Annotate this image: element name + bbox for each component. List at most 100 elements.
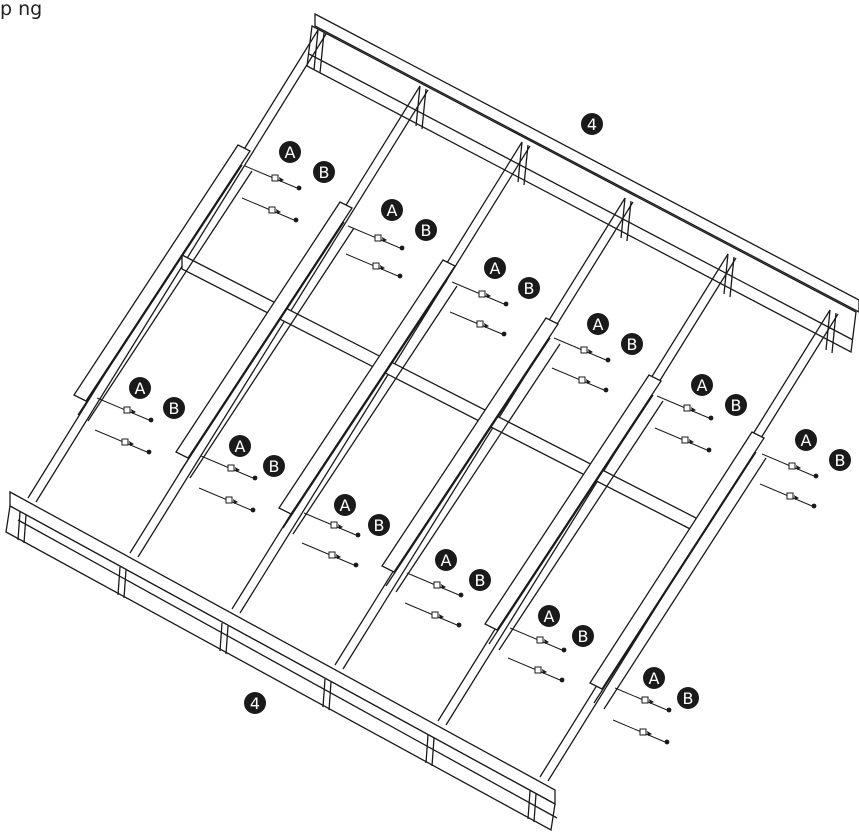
- bolt-head: [146, 449, 152, 455]
- bolt-head: [605, 357, 611, 363]
- bolt-head: [664, 739, 670, 745]
- washer: [536, 636, 544, 644]
- callout-a-text: A: [235, 437, 246, 456]
- arrow-head: [796, 465, 801, 470]
- callout-b-text: B: [169, 399, 180, 418]
- callout-a-circle: [435, 549, 457, 571]
- callout-b-badge: B: [725, 394, 747, 416]
- bottom-post: [328, 681, 332, 711]
- washer: [372, 262, 380, 270]
- callout-a-circle: [279, 141, 301, 163]
- slat-side: [593, 451, 757, 704]
- bolt-head: [561, 647, 567, 653]
- slat: [175, 201, 353, 459]
- arrow-head: [336, 554, 341, 559]
- callout-a-circle: [691, 374, 713, 396]
- guide-arrow-line: [244, 165, 298, 189]
- guide-arrow-line: [94, 429, 148, 453]
- guide-arrow-line: [509, 627, 563, 651]
- callout-b-circle: [313, 161, 335, 183]
- callout-b-circle: [572, 625, 594, 647]
- arrow-head: [382, 237, 387, 242]
- arrow-head: [484, 323, 489, 328]
- arrow-head: [380, 265, 385, 270]
- washer: [788, 462, 796, 470]
- arrow-head: [647, 731, 652, 736]
- washer: [225, 496, 233, 504]
- bolt-head: [813, 473, 819, 479]
- slat-side: [282, 279, 448, 529]
- arrow-head: [338, 524, 343, 529]
- guide-arrow-line: [96, 397, 150, 421]
- callout-b-circle: [263, 455, 285, 477]
- long-beam-edge: [35, 33, 327, 503]
- callout-b-text: B: [731, 396, 742, 415]
- callout-a-badge: A: [381, 199, 403, 221]
- top-rail-side: [306, 24, 857, 354]
- bolt-head: [811, 503, 817, 509]
- slat-side: [603, 457, 767, 710]
- slat-side: [385, 337, 551, 587]
- arrow-head: [691, 407, 696, 412]
- bottom-post: [322, 678, 326, 708]
- frame-label-bottom: 4: [244, 692, 266, 714]
- bolt-head: [148, 417, 154, 423]
- callout-a-badge: A: [129, 377, 151, 399]
- top-post: [319, 32, 325, 74]
- callout-a-circle: [334, 494, 356, 516]
- callout-b-badge: B: [368, 514, 390, 536]
- arrow-head: [544, 639, 549, 644]
- bottom-post: [533, 793, 537, 823]
- top-rail-face: [314, 12, 859, 313]
- callout-b-text: B: [475, 571, 486, 590]
- bolt-head: [456, 622, 462, 628]
- washer: [433, 581, 441, 589]
- guide-arrow-line: [449, 311, 503, 335]
- slat: [484, 374, 662, 631]
- arrow-head: [235, 467, 240, 472]
- callout-b-text: B: [421, 221, 432, 240]
- callout-a-text: A: [593, 315, 604, 334]
- slat-side: [189, 227, 355, 479]
- guide-arrow-line: [198, 487, 252, 511]
- callout-a-badge: A: [484, 257, 506, 279]
- guide-arrow-line: [406, 572, 460, 596]
- callout-b-circle: [677, 687, 699, 709]
- long-beam-edge: [137, 89, 429, 558]
- washer: [227, 464, 235, 472]
- callout-b-badge: B: [621, 333, 643, 355]
- callout-a-circle: [795, 429, 817, 451]
- slat: [278, 259, 456, 515]
- guide-arrow-line: [654, 427, 708, 451]
- frame-structure: [5, 12, 859, 832]
- callout-b-badge: B: [677, 687, 699, 709]
- guide-arrow-line: [241, 197, 295, 221]
- washer: [478, 290, 486, 298]
- callout-a-badge: A: [587, 313, 609, 335]
- bottom-post: [117, 566, 121, 596]
- top-post: [523, 144, 529, 186]
- guide-arrow-line: [612, 719, 666, 743]
- bottom-post: [219, 622, 223, 652]
- arrow-head: [441, 584, 446, 589]
- bottom-post: [527, 790, 531, 820]
- arrow-head: [588, 349, 593, 354]
- washer: [123, 406, 131, 414]
- callout-a-circle: [381, 199, 403, 221]
- callout-a-circle: [538, 605, 560, 627]
- arrow-head: [276, 209, 281, 214]
- header-fragment: p ng: [0, 0, 43, 20]
- guide-arrow-line: [301, 542, 355, 566]
- washer: [268, 206, 276, 214]
- callout-a-badge: A: [795, 429, 817, 451]
- washer: [271, 174, 279, 182]
- arrow-head: [649, 699, 654, 704]
- callout-b-circle: [621, 333, 643, 355]
- frame-label-text: 4: [250, 694, 260, 713]
- washer: [374, 234, 382, 242]
- guide-arrow-line: [347, 225, 401, 249]
- guide-arrow-line: [551, 367, 605, 391]
- callout-a-circle: [587, 313, 609, 335]
